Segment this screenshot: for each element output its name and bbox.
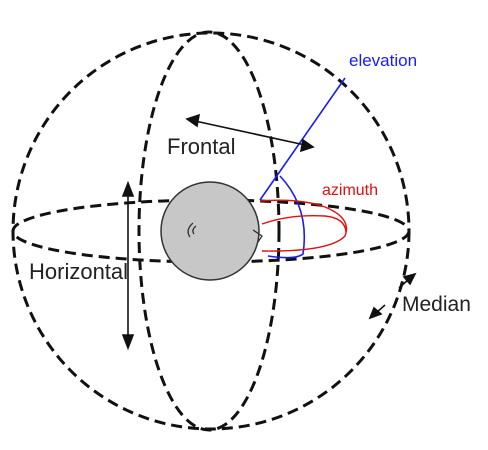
azimuth-arc-inner bbox=[261, 215, 347, 233]
frontal-label: Frontal bbox=[167, 134, 235, 159]
head-circle bbox=[160, 181, 260, 281]
horizontal-arrow bbox=[121, 180, 135, 351]
azimuth-arc-outer bbox=[259, 199, 348, 252]
nose-mark bbox=[252, 229, 263, 243]
ear-mark bbox=[187, 222, 197, 238]
horizontal-label: Horizontal bbox=[29, 259, 128, 284]
elevation-label: elevation bbox=[349, 51, 417, 70]
median-arrow bbox=[368, 272, 417, 320]
azimuth-label: azimuth bbox=[322, 182, 378, 199]
frontal-arrow bbox=[185, 113, 315, 153]
elevation-arc bbox=[267, 175, 306, 259]
median-label: Median bbox=[402, 293, 471, 316]
median-plane-ellipse bbox=[137, 30, 281, 432]
